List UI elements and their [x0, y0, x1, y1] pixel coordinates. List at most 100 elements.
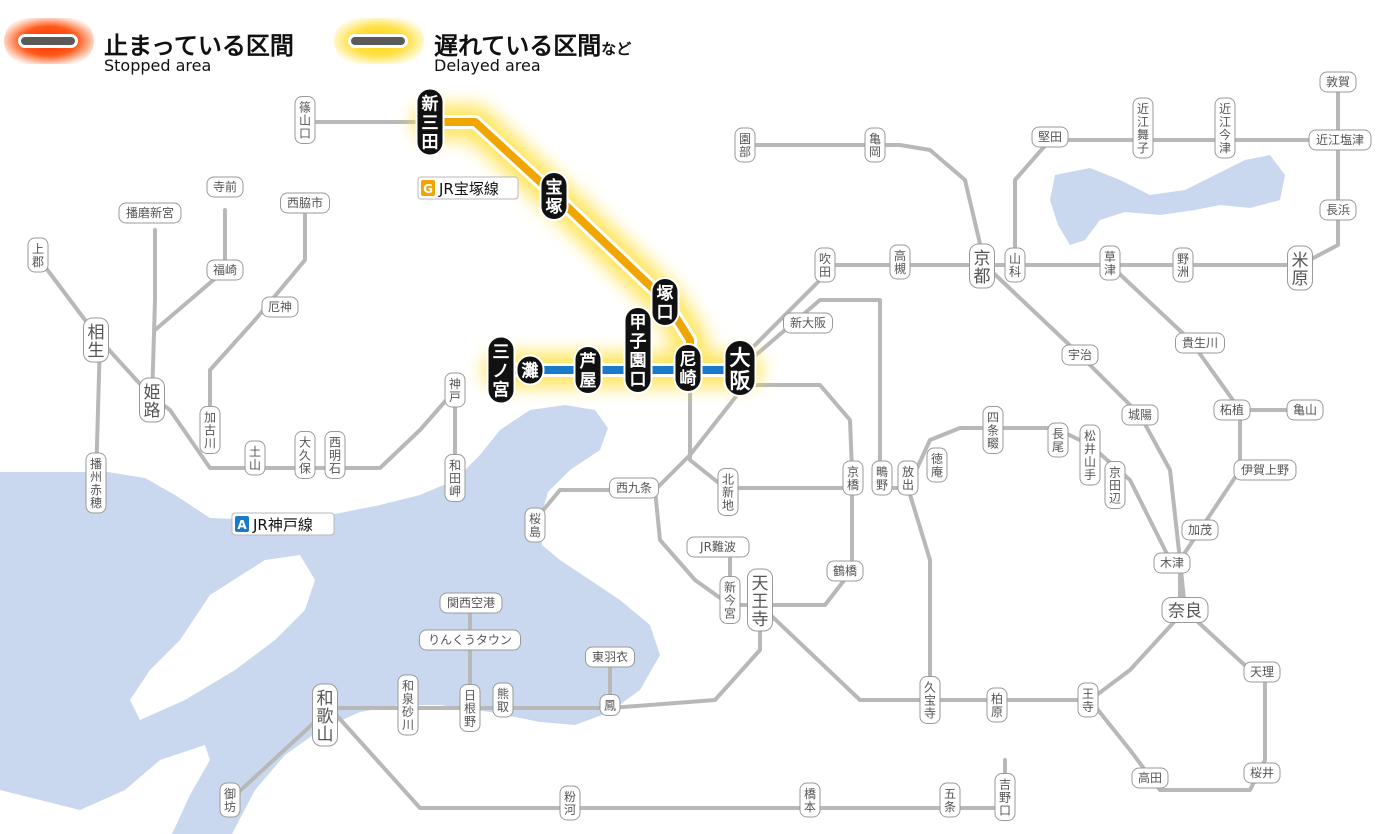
station-yasu[interactable]: 野洲 — [1172, 247, 1194, 283]
station-kibukawa[interactable]: 貴生川 — [1175, 332, 1225, 354]
station-tsuruga[interactable]: 敦賀 — [1319, 71, 1357, 93]
station-kameoka[interactable]: 亀岡 — [864, 127, 886, 163]
station-tennoji[interactable]: 天王寺 — [747, 568, 773, 632]
station-label: 城陽 — [1128, 408, 1152, 422]
station-matsuiyamate[interactable]: 松井山手 — [1079, 424, 1101, 486]
station-otori[interactable]: 鳳 — [599, 694, 621, 716]
highlight-station-osaka[interactable]: 大阪 — [723, 339, 757, 397]
station-igaueno[interactable]: 伊賀上野 — [1233, 459, 1297, 481]
highlight-station-takarazuka[interactable]: 宝塚 — [539, 171, 569, 221]
station-hineno[interactable]: 日根野 — [459, 684, 481, 732]
highlight-station-label: 新三田 — [422, 94, 439, 153]
station-banshuako[interactable]: 播州赤穂 — [85, 452, 107, 514]
station-aioi[interactable]: 相生 — [83, 317, 109, 363]
station-kansaikuko[interactable]: 関西空港 — [439, 592, 503, 614]
station-nagao[interactable]: 長尾 — [1047, 422, 1069, 458]
station-kyobashi[interactable]: 京橋 — [842, 460, 864, 496]
station-omishiotsu[interactable]: 近江塩津 — [1308, 129, 1372, 151]
station-yoshinoguchi[interactable]: 吉野口 — [994, 773, 1016, 821]
highlight-station-amagasaki[interactable]: 尼崎 — [673, 343, 703, 393]
station-nishikujo[interactable]: 西九条 — [609, 477, 659, 499]
station-label: 近江舞子 — [1137, 102, 1149, 155]
station-oji[interactable]: 王寺 — [1077, 682, 1099, 718]
station-tsuruhashi[interactable]: 鶴橋 — [826, 560, 864, 582]
highlight-station-koshienguchi[interactable]: 甲子園口 — [623, 306, 653, 394]
station-izumisunagawa[interactable]: 和泉砂川 — [397, 674, 419, 736]
delayed-title-suffix: など — [601, 40, 632, 58]
station-kyotanabe[interactable]: 京田辺 — [1104, 461, 1126, 509]
station-katata[interactable]: 堅田 — [1031, 126, 1069, 148]
station-harimashingu[interactable]: 播磨新宮 — [118, 202, 182, 224]
station-tsugecho[interactable]: 柘植 — [1213, 399, 1251, 421]
station-nishiwakishi[interactable]: 西脇市 — [280, 192, 330, 214]
station-ayabe[interactable]: 園部 — [734, 127, 756, 163]
station-tokuan[interactable]: 徳庵 — [926, 447, 948, 483]
station-label: 新今宮 — [724, 580, 736, 621]
highlight-station-nada[interactable]: 灘 — [515, 354, 545, 386]
station-sasayamaguchi[interactable]: 篠山口 — [294, 96, 316, 144]
station-gojo[interactable]: 五条 — [939, 782, 961, 818]
station-fukusaki[interactable]: 福崎 — [206, 259, 244, 281]
station-kumatori[interactable]: 熊取 — [492, 682, 514, 718]
station-jrnamba[interactable]: JR難波 — [686, 536, 750, 558]
station-kamigori[interactable]: 上郡 — [27, 237, 49, 273]
highlight-station-tsukaguchi[interactable]: 塚口 — [650, 277, 680, 327]
station-kameyama[interactable]: 亀山 — [1286, 399, 1324, 421]
awaji-island — [130, 555, 315, 720]
station-kitashinchi[interactable]: 北新地 — [717, 468, 739, 516]
station-himeji[interactable]: 姫路 — [139, 377, 165, 423]
station-kyuhoji[interactable]: 久宝寺 — [919, 676, 941, 724]
station-yamashina[interactable]: 山科 — [1004, 247, 1026, 283]
highlight-station-ashiya[interactable]: 芦屋 — [573, 345, 603, 395]
station-label: 近江今津 — [1219, 102, 1231, 155]
station-kakogawa[interactable]: 加古川 — [199, 406, 221, 454]
station-label: 松井山手 — [1084, 429, 1096, 482]
station-tenri[interactable]: 天理 — [1243, 661, 1281, 683]
station-nara[interactable]: 奈良 — [1161, 597, 1209, 623]
station-sakurajima[interactable]: 桜島 — [524, 507, 546, 543]
station-joyo[interactable]: 城陽 — [1121, 404, 1159, 426]
station-nagahama[interactable]: 長浜 — [1319, 199, 1357, 221]
station-takatsuki[interactable]: 高槻 — [889, 244, 911, 280]
station-suita[interactable]: 吹田 — [814, 247, 836, 283]
station-label: 柘植 — [1220, 402, 1244, 417]
station-label: JR難波 — [699, 539, 736, 554]
station-okubo[interactable]: 大久保 — [294, 431, 316, 479]
station-kamo[interactable]: 加茂 — [1181, 519, 1219, 541]
lake-biwa — [1050, 155, 1285, 245]
station-uji[interactable]: 宇治 — [1061, 344, 1099, 366]
station-shinosaka[interactable]: 新大阪 — [783, 312, 833, 334]
station-hanaten[interactable]: 放出 — [897, 460, 919, 496]
station-omimaiko[interactable]: 近江舞子 — [1132, 97, 1154, 159]
highlight-station-shinsanda[interactable]: 新三田 — [415, 87, 445, 157]
station-wadamisaki[interactable]: 和田岬 — [444, 454, 466, 502]
station-yashiro[interactable]: 厄神 — [261, 296, 299, 318]
station-kyoto[interactable]: 京都 — [969, 243, 995, 289]
station-label: 京田辺 — [1109, 466, 1121, 506]
highlight-station-label: 三ノ宮 — [493, 343, 510, 401]
station-shinimamiya[interactable]: 新今宮 — [719, 576, 741, 624]
delayed-swatch — [348, 34, 408, 48]
station-higashihagoromo[interactable]: 東羽衣 — [585, 646, 635, 668]
station-kokawa[interactable]: 粉河 — [559, 785, 581, 821]
station-teramae[interactable]: 寺前 — [206, 176, 244, 198]
station-wakayama[interactable]: 和歌山 — [312, 683, 338, 747]
station-kobe[interactable]: 神戸 — [444, 372, 466, 408]
delayed-title-main: 遅れている区間 — [434, 32, 602, 60]
station-nishiakashi[interactable]: 西明石 — [324, 431, 346, 479]
station-hashimoto[interactable]: 橋本 — [799, 782, 821, 818]
station-maibara[interactable]: 米原 — [1287, 245, 1313, 291]
station-takada[interactable]: 高田 — [1131, 767, 1169, 789]
station-rinku[interactable]: りんくうタウン — [419, 629, 521, 651]
station-shigino[interactable]: 鴫野 — [871, 460, 893, 496]
highlight-station-sannomiya[interactable]: 三ノ宮 — [486, 335, 516, 405]
station-kashiwara[interactable]: 柏原 — [986, 687, 1008, 723]
station-kusatsu[interactable]: 草津 — [1099, 245, 1121, 281]
station-doyama[interactable]: 土山 — [244, 440, 266, 476]
station-label: 粉河 — [564, 790, 576, 817]
station-kizu[interactable]: 木津 — [1153, 552, 1191, 574]
station-shijonawate[interactable]: 四条畷 — [982, 406, 1004, 454]
station-sakurai[interactable]: 桜井 — [1243, 762, 1281, 784]
station-omiimazu[interactable]: 近江今津 — [1214, 97, 1236, 159]
station-gobo[interactable]: 御坊 — [219, 782, 241, 818]
